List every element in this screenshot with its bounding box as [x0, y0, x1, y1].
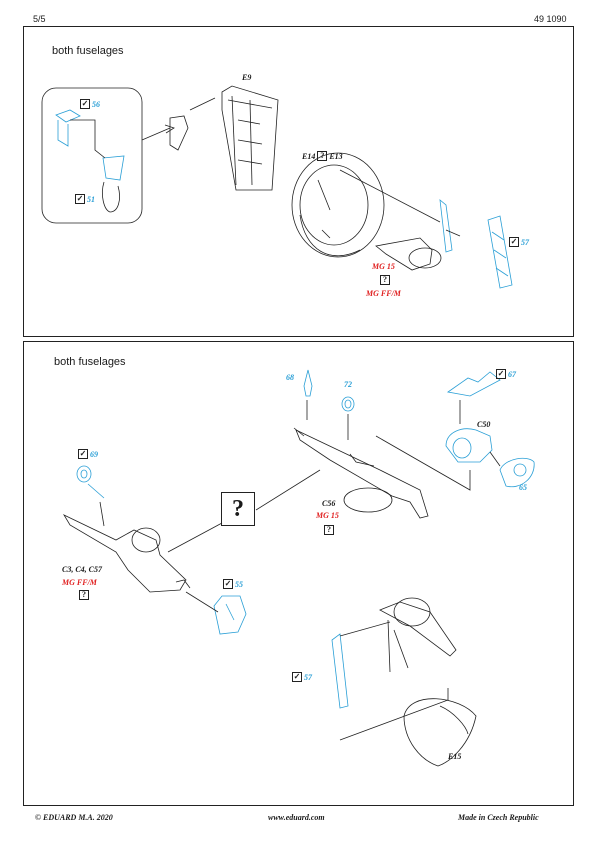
question-box-icon: ? [79, 590, 89, 600]
mgffm-label-step1: MG FF/M [366, 289, 401, 298]
check-box-icon: ✓ [75, 194, 85, 204]
part-68-label: 68 [286, 373, 294, 382]
photoetch-part-57a [487, 215, 513, 289]
part-56-label: ✓ 56 [80, 99, 100, 109]
page-number: 5/5 [33, 14, 46, 24]
part-C50-label: C50 [477, 420, 491, 429]
part-E14-E13-label: E14 ? E13 [302, 151, 343, 161]
website: www.eduard.com [268, 813, 325, 822]
made-in: Made in Czech Republic [458, 813, 539, 822]
part-E9-label: E9 [242, 73, 252, 82]
part-72-label: 72 [344, 380, 352, 389]
photoetch-part-65 [499, 457, 535, 488]
check-box-icon: ✓ [78, 449, 88, 459]
step2-title: both fuselages [54, 356, 126, 368]
part-55-label: ✓ 55 [223, 579, 243, 589]
step-panel-1 [23, 26, 574, 337]
mg15-label-step2: MG 15 [316, 511, 339, 520]
part-69-label: ✓ 69 [78, 449, 98, 459]
check-box-icon: ✓ [80, 99, 90, 109]
photoetch-part-67 [446, 371, 501, 397]
part-57-label-step2: ✓ 57 [292, 672, 312, 682]
photoetch-part-51 [102, 155, 125, 181]
mg15-label-step1: MG 15 [372, 262, 395, 271]
part-C50 [445, 428, 493, 463]
part-C3-C4-C57-label: C3, C4, C57 [62, 565, 103, 574]
photoetch-part-68 [303, 369, 313, 397]
part-C56-label: C56 [322, 499, 336, 508]
photoetch-part-69 [76, 465, 105, 499]
part-65-label: 65 [519, 483, 527, 492]
copyright: © EDUARD M.A. 2020 [35, 813, 113, 822]
step1-title: both fuselages [52, 45, 124, 57]
check-box-icon: ✓ [496, 369, 506, 379]
big-question-box-icon: ? [221, 492, 255, 526]
part-67-label: ✓ 67 [496, 369, 516, 379]
check-box-icon: ✓ [509, 237, 519, 247]
photoetch-part-55 [213, 595, 247, 635]
kit-code: 49 1090 [534, 14, 567, 24]
question-box-icon: ? [380, 275, 390, 285]
photoetch-part-57b [331, 633, 349, 709]
photoetch-part-72 [341, 396, 355, 412]
part-57-label-step1: ✓ 57 [509, 237, 529, 247]
inset-frame [41, 87, 143, 224]
part-51-label: ✓ 51 [75, 194, 95, 204]
step-panel-2 [23, 341, 574, 806]
question-box-icon: ? [317, 151, 328, 161]
check-box-icon: ✓ [292, 672, 302, 682]
mgffm-label-step2: MG FF/M [62, 578, 97, 587]
part-E15-label: E15 [448, 752, 462, 761]
question-box-icon: ? [324, 525, 334, 535]
photoetch-part-56 [55, 109, 81, 147]
check-box-icon: ✓ [223, 579, 233, 589]
